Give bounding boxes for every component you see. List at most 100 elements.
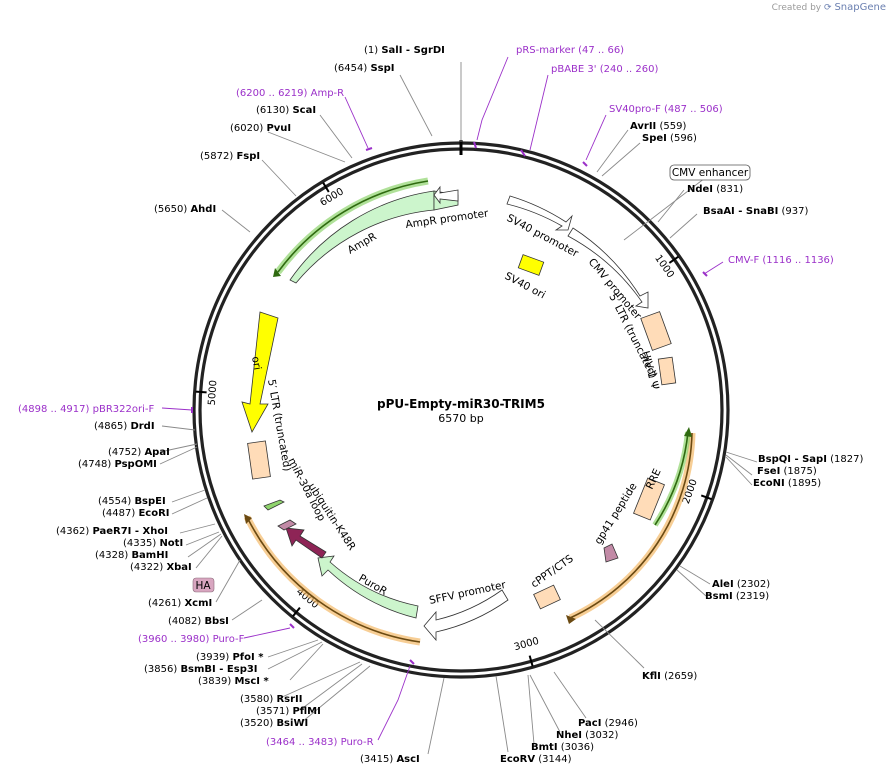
primer-label: (3960 .. 3980) Puro-F [138,634,245,645]
restriction-site-label: SpeI (596) [642,133,697,144]
primer-mark [702,271,708,277]
ori-label: ori [249,355,263,371]
leader-line [529,74,549,151]
leader-line [495,675,509,753]
restriction-site-label: (6454) SspI [334,63,394,74]
restriction-site-label: (3520) BsiWI [240,718,308,729]
restriction-site-label: (4335) NotI [123,538,183,549]
cppt-feature [533,584,561,610]
restriction-site-label: AvrII (559) [630,121,686,132]
orange-track-left-arrow [244,514,252,524]
orange-track-right-arrow [566,615,576,624]
ltr5-left-label: 5′ LTR (truncated) [265,378,293,472]
cmv-enhancer-outline [669,164,751,181]
green-track-right-arrow [684,427,692,437]
restriction-site-label: (4362) PaeR7I - XhoI [56,526,168,537]
leader-line [221,209,251,233]
tick-label: 3000 [513,636,540,653]
green-track-top-arrow [273,268,281,277]
gp41-label: gp41 peptide [592,481,639,547]
primer-label: CMV-F (1116 .. 1136) [728,255,834,266]
restriction-site-label: (5872) FspI [200,151,260,162]
leader-line [399,74,433,137]
leader-line [319,114,353,159]
leader-line [669,213,698,239]
sv40-ori-label: SV40 ori [503,270,548,301]
plasmid-name: pPU-Empty-miR30-TRIM5 [377,397,545,411]
leader-line [476,56,509,141]
primer-label: (6200 .. 6219) Amp-R [236,88,344,99]
leader-line [553,671,587,719]
leader-line [657,189,685,223]
orange-track-right-line [569,432,693,619]
cmv-promoter-feature [567,227,649,309]
primer-mark [520,149,526,157]
orange-track-right [568,432,696,622]
tick-label: 5000 [207,380,220,406]
sffv-promoter-feature [423,589,509,642]
leader-line [243,627,291,639]
restriction-site-label: (4328) BamHI [95,550,168,561]
leader-line [427,677,445,755]
orange-track-left [243,515,421,646]
restriction-site-label: (1) SalI - SgrDI [364,45,445,56]
leader-line [299,663,363,711]
mir30-loop-feature [277,519,297,531]
primer-label: pRS-marker (47 .. 66) [516,45,624,56]
restriction-site-label: BmtI (3036) [531,742,594,753]
restriction-site-label: (4865) DrdI [94,421,155,432]
primer-mark [289,623,295,629]
credit-brand: SnapGene [834,2,886,13]
restriction-site-label: (4748) PspOMI [78,459,157,470]
snapgene-logo-icon: ⟳ [824,3,832,13]
primer-label: (4898 .. 4917) pBR322ori-F [18,404,154,415]
ampr-promoter-feature [433,185,459,205]
leader-line [267,641,323,670]
leader-line [289,643,324,681]
green-track-top-line [277,180,429,273]
leader-line [594,619,645,669]
leader-line [171,497,208,515]
restriction-site-label: KflI (2659) [642,671,697,682]
leader-line [159,443,198,453]
ubiquitin-feature [285,527,327,559]
leader-line [703,261,724,275]
leader-line [267,131,346,163]
snapgene-credit: Created by ⟳ SnapGene [772,2,886,13]
restriction-site-label: (4487) EcoRI [102,508,170,519]
restriction-site-label: (4082) BbsI [168,616,229,627]
leader-line [195,535,223,569]
ltr5-left-feature [247,440,271,480]
restriction-site-label: (3839) MscI * [198,676,269,687]
puror-feature [317,555,419,619]
restriction-site-label: FseI (1875) [757,466,817,477]
primer-label: (3464 .. 3483) Puro-R [266,737,374,748]
leader-line [159,446,198,465]
restriction-site-label: (4554) BspEI [98,496,166,507]
leader-line [215,559,241,603]
leader-line [171,489,206,503]
small-green-feature [263,499,285,511]
rre-feature [633,477,665,521]
restriction-site-label: BsaAI - SnaBI (937) [703,206,809,217]
restriction-site-label: EcoRV (3144) [500,754,572,765]
restriction-site-label: AleI (2302) [712,579,770,590]
tick-mark [195,390,207,394]
leader-line [231,599,263,621]
leader-line [267,639,319,658]
leader-line [261,159,297,197]
leader-line [679,565,711,585]
leader-line [527,674,535,745]
leader-line [377,665,411,741]
leader-line [585,114,607,161]
restriction-site-label: (3415) AscI [360,754,420,765]
leader-line [344,96,369,149]
primer-mark [409,659,415,665]
primer-mark [582,161,588,167]
leader-line [301,665,371,723]
hiv-psi-feature [657,356,677,386]
leader-line [185,531,220,546]
leader-line [179,523,216,534]
restriction-site-label: (3856) BsmBI - Esp3I [144,664,258,675]
